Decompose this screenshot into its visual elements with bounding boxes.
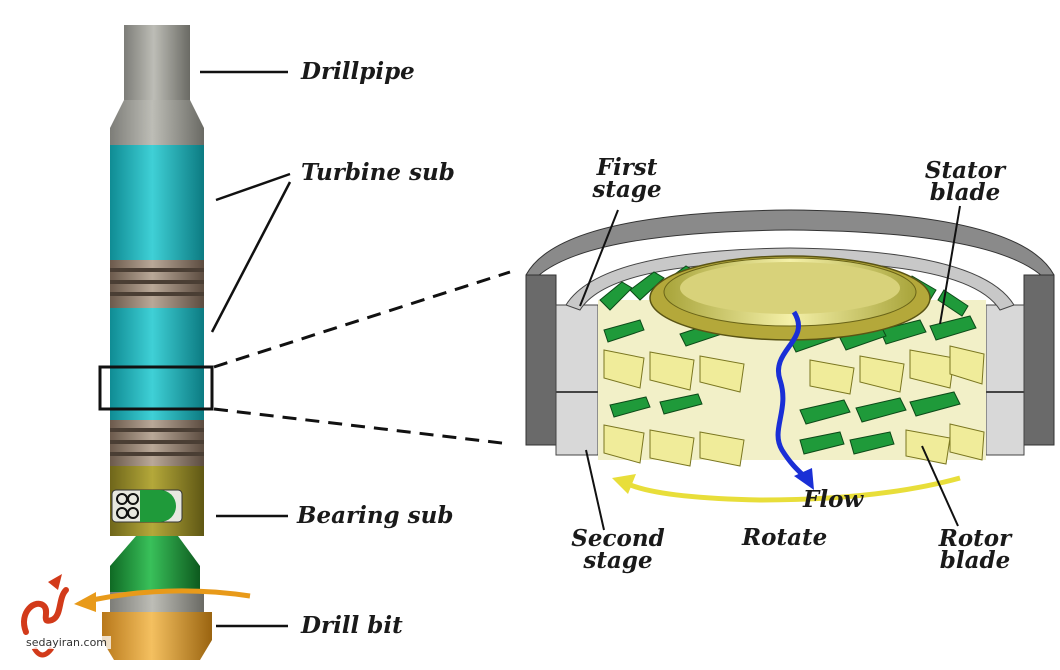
leader-lines-right — [579, 205, 961, 531]
watermark-logo — [21, 574, 69, 658]
zoom-highlight-box — [98, 365, 214, 411]
label-rotate: Rotate — [742, 524, 828, 551]
drill-bit — [102, 612, 212, 660]
stator-ring-right — [985, 304, 1025, 456]
label-first-stage: First stage — [582, 154, 672, 203]
label-drillpipe: Drillpipe — [301, 58, 415, 85]
drillstring — [98, 25, 214, 660]
bit-neck — [110, 592, 204, 612]
outer-housing-left-wall — [525, 274, 557, 446]
turbine-sub-upper — [110, 145, 204, 260]
central-shaft — [649, 255, 931, 341]
label-second-stage: Second stage — [558, 525, 678, 574]
outer-housing-right-wall — [1023, 274, 1055, 446]
stator-ring-left — [555, 304, 599, 456]
leader-lines — [200, 70, 292, 628]
turbine-sub-lower — [110, 308, 204, 420]
watermark-site: sedayiran.com — [22, 636, 112, 649]
turbine-cutaway — [525, 205, 1055, 531]
label-rotor-blade-line1: Rotor — [938, 525, 1012, 552]
label-stator-blade: Stator blade — [910, 157, 1020, 206]
label-stator-blade-line1: Stator — [924, 157, 1006, 184]
rotor-blades-stage-1 — [603, 345, 985, 395]
rotate-arrow — [612, 474, 961, 503]
label-second-stage-line2: stage — [583, 547, 653, 574]
connection-rings-lower — [110, 420, 204, 466]
label-first-stage-line2: stage — [592, 176, 662, 203]
drillpipe-taper — [110, 100, 204, 145]
drillpipe-body — [124, 25, 190, 105]
flow-arrow — [775, 310, 814, 490]
label-drill-bit: Drill bit — [301, 612, 403, 639]
label-first-stage-line1: First — [596, 154, 658, 181]
connection-rings-upper — [110, 260, 204, 308]
label-rotor-blade-line2: blade — [939, 547, 1011, 574]
stator-blades-stage-2 — [609, 391, 961, 455]
label-turbine-sub: Turbine sub — [301, 159, 455, 186]
label-rotor-blade: Rotor blade — [920, 525, 1030, 574]
rotor-blades-stage-2 — [603, 423, 985, 467]
label-flow: Flow — [803, 486, 864, 513]
zoom-lines — [213, 270, 511, 446]
label-bearing-sub: Bearing sub — [297, 502, 454, 529]
label-second-stage-line1: Second — [571, 525, 665, 552]
bit-sub — [110, 536, 200, 592]
inner-ring-top — [565, 247, 1015, 311]
rotation-arrow — [74, 588, 251, 612]
label-stator-blade-line2: blade — [929, 179, 1001, 206]
bearing-window — [111, 489, 183, 523]
